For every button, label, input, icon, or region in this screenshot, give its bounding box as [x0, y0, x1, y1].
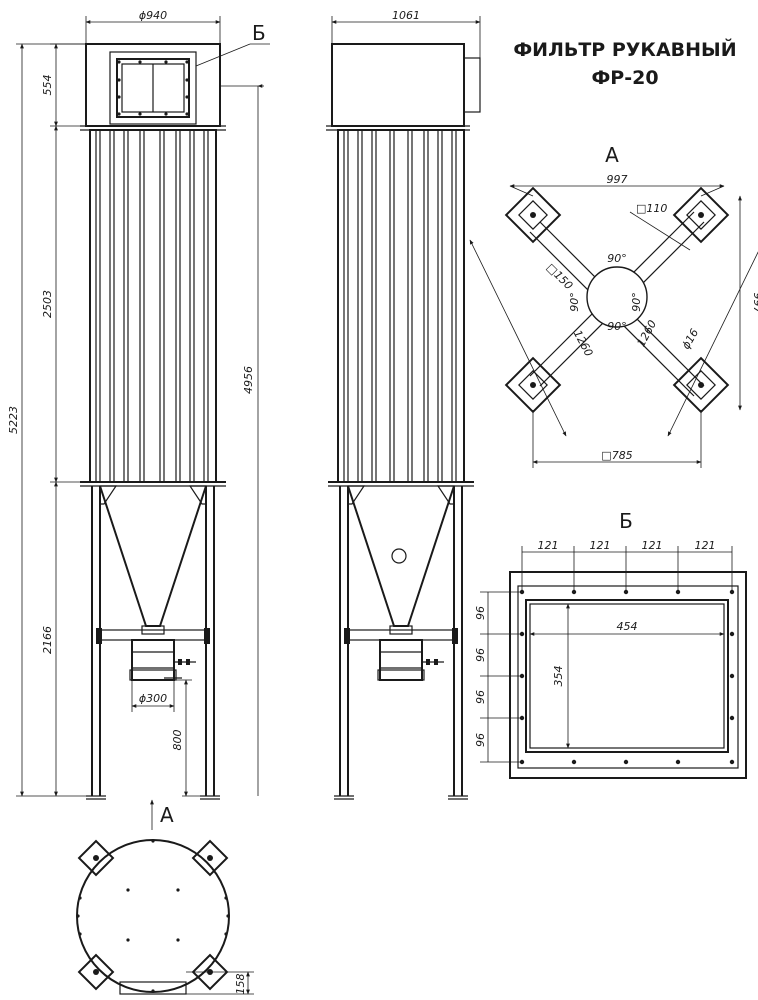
front-dim-outlet-height: 800: [171, 730, 184, 751]
view-b-vpitch-2: 96: [474, 648, 487, 662]
view-b-label: Б: [619, 509, 633, 533]
front-dim-body-height: 2503: [41, 290, 54, 318]
view-a-angle-top: 90°: [607, 252, 627, 265]
front-dim-top-height: 554: [41, 75, 54, 96]
front-body: [89, 129, 217, 483]
view-b-opening: [525, 599, 729, 753]
front-view: Б: [7, 9, 270, 800]
side-top-box: [331, 43, 465, 127]
bottom-view-arrow-label: А: [160, 803, 174, 827]
front-hatch: [116, 58, 190, 118]
view-b-pitch-3: 121: [642, 539, 663, 552]
bottom-view-plate-tl: [77, 839, 115, 877]
view-a-plate-tr: [672, 186, 730, 244]
front-section-mark: Б: [252, 21, 266, 45]
bottom-view-dim-offset: 158: [234, 974, 247, 995]
title-line1: ФИЛЬТР РУКАВНЫЙ: [513, 38, 736, 61]
view-b-pitch-1: 121: [538, 539, 559, 552]
front-dim-outlet-diameter: ϕ300: [139, 692, 167, 705]
side-hopper: [347, 485, 455, 627]
front-dim-width: ϕ940: [139, 9, 167, 22]
side-dim-height: 4956: [242, 366, 255, 394]
view-a-plate-tl: [504, 186, 562, 244]
view-a-plate-bl: [504, 356, 562, 414]
view-b-vpitch-1: 96: [474, 606, 487, 620]
bottom-view-plate-bl: [77, 953, 115, 991]
view-b: Б 121 121 121 121: [474, 509, 747, 779]
view-a-label: А: [605, 143, 619, 167]
view-a-angle-bottom: 90°: [607, 320, 627, 333]
view-a-dim-diag-right: 1260: [635, 318, 660, 349]
view-b-opening-width: 454: [617, 620, 638, 633]
front-hopper: [99, 485, 207, 627]
title-line2: ФР-20: [591, 67, 658, 89]
side-hopper-port: [391, 548, 407, 564]
front-dim-support-height: 2166: [41, 626, 54, 654]
view-a-angle-left: 90°: [568, 292, 581, 312]
bottom-view: А 158: [76, 799, 254, 995]
front-airlock: [131, 639, 175, 681]
view-b-pitch-4: 121: [695, 539, 716, 552]
view-a-center-circle: [586, 266, 648, 328]
view-a-dim-hole: ϕ16: [679, 327, 701, 352]
front-dim-total-height: 5223: [7, 406, 20, 434]
bottom-view-plate-tr: [191, 839, 229, 877]
view-a-dim-top: 997: [607, 173, 628, 186]
view-a-dim-diag-left: 1260: [571, 328, 596, 359]
view-b-opening-height: 354: [552, 666, 565, 687]
side-view: 1061 4956: [242, 9, 481, 800]
view-a-dim-base: □785: [601, 449, 632, 462]
view-b-outer-frame: [509, 571, 747, 779]
side-body: [337, 129, 465, 483]
view-a-angle-right: 90°: [630, 292, 643, 312]
view-a-dim-plate: □150: [544, 261, 575, 292]
side-dim-width: 1061: [392, 9, 420, 22]
drawing-title: ФИЛЬТР РУКАВНЫЙ ФР-20: [513, 38, 736, 89]
view-a-dim-pad: □110: [636, 202, 667, 215]
view-b-vpitch-3: 96: [474, 690, 487, 704]
bottom-view-circle: [76, 839, 230, 993]
view-a: А: [469, 143, 758, 468]
view-b-vpitch-4: 96: [474, 733, 487, 747]
view-b-pitch-2: 121: [590, 539, 611, 552]
view-a-dim-side: 997: [751, 293, 758, 314]
side-airlock: [379, 639, 423, 681]
